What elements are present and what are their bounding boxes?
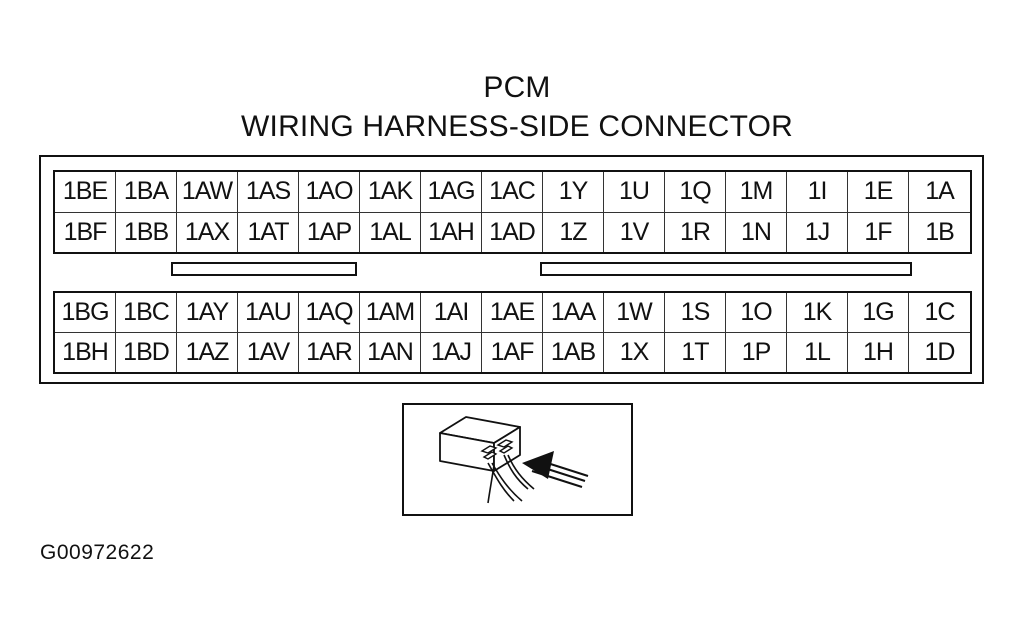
- pin-cell: 1D: [924, 338, 956, 366]
- pin-cell: 1AN: [360, 333, 421, 372]
- pin-cell: 1BA: [116, 172, 177, 213]
- pin-cell: 1AJ: [421, 333, 482, 372]
- pin-cell: 1S: [665, 293, 726, 333]
- connector-probe-inset: [402, 403, 633, 516]
- pin-cell: 1B: [925, 217, 955, 246]
- pin-cell: 1O: [726, 293, 787, 333]
- pin-cell: 1E: [848, 172, 909, 213]
- pin-cell: 1AM: [360, 293, 421, 333]
- diagram-title: PCM: [483, 71, 551, 104]
- connector-key-right: [540, 262, 912, 276]
- connector-key-left: [171, 262, 357, 276]
- pin-cell: 1X: [604, 333, 665, 372]
- pin-cell: 1AA: [543, 293, 604, 333]
- pin-cell: 1H: [848, 333, 909, 372]
- pin-cell: 1BD: [116, 333, 177, 372]
- connector-outline: [39, 155, 984, 384]
- pin-cell: 1Y: [543, 172, 604, 213]
- pin-cell: 1F: [848, 212, 909, 252]
- pin-cell: 1V: [604, 212, 665, 252]
- pin-cell: 1AZ: [177, 333, 238, 372]
- pin-cell: 1AW: [177, 172, 238, 213]
- pin-cell: 1N: [726, 212, 787, 252]
- pin-cell: 1AH: [421, 212, 482, 252]
- pin-cell: 1W: [604, 293, 665, 333]
- pin-cell: 1AS: [238, 172, 299, 213]
- pin-cell: 1AT: [238, 212, 299, 252]
- pin-cell: 1AX: [177, 212, 238, 252]
- pin-cell: 1I: [787, 172, 848, 213]
- pin-cell: 1AK: [360, 172, 421, 213]
- pin-cell: 1R: [665, 212, 726, 252]
- pin-cell: 1T: [665, 333, 726, 372]
- diagram-subtitle: WIRING HARNESS-SIDE CONNECTOR: [241, 110, 793, 143]
- pin-cell: 1BB: [116, 212, 177, 252]
- pin-cell: 1AO: [299, 172, 360, 213]
- pin-cell: 1BF: [55, 212, 116, 252]
- pin-cell: 1AV: [238, 333, 299, 372]
- pin-cell: 1AE: [482, 293, 543, 333]
- pin-cell: 1Q: [665, 172, 726, 213]
- pin-cell: 1AR: [299, 333, 360, 372]
- pin-cell: 1AC: [482, 172, 543, 213]
- pin-cell: 1Z: [543, 212, 604, 252]
- pin-cell: 1AF: [482, 333, 543, 372]
- pin-cell: 1C: [909, 293, 970, 333]
- pin-cell: 1G: [848, 293, 909, 333]
- figure-code: G00972622: [40, 541, 155, 564]
- pin-cell: 1AL: [360, 212, 421, 252]
- pin-cell: 1AQ: [299, 293, 360, 333]
- pin-cell: 1AB: [543, 333, 604, 372]
- pin-cell: 1BH: [55, 333, 116, 372]
- pin-cell: 1BG: [55, 293, 116, 333]
- pin-cell: 1AY: [177, 293, 238, 333]
- connector-probe-icon: [439, 416, 589, 504]
- pin-cell: 1BE: [55, 172, 116, 213]
- pin-cell: 1K: [787, 293, 848, 333]
- pin-cell: 1U: [604, 172, 665, 213]
- pin-cell: 1P: [726, 333, 787, 372]
- pin-cell: 1M: [726, 172, 787, 213]
- pin-cell: 1J: [787, 212, 848, 252]
- pin-cell: 1AD: [482, 212, 543, 252]
- pin-cell: 1BC: [116, 293, 177, 333]
- pin-cell: 1AI: [421, 293, 482, 333]
- pin-cell: 1AU: [238, 293, 299, 333]
- pin-cell: 1L: [787, 333, 848, 372]
- pin-cell: 1A: [909, 172, 970, 213]
- pin-cell: 1AP: [299, 212, 360, 252]
- pin-cell: 1AG: [421, 172, 482, 213]
